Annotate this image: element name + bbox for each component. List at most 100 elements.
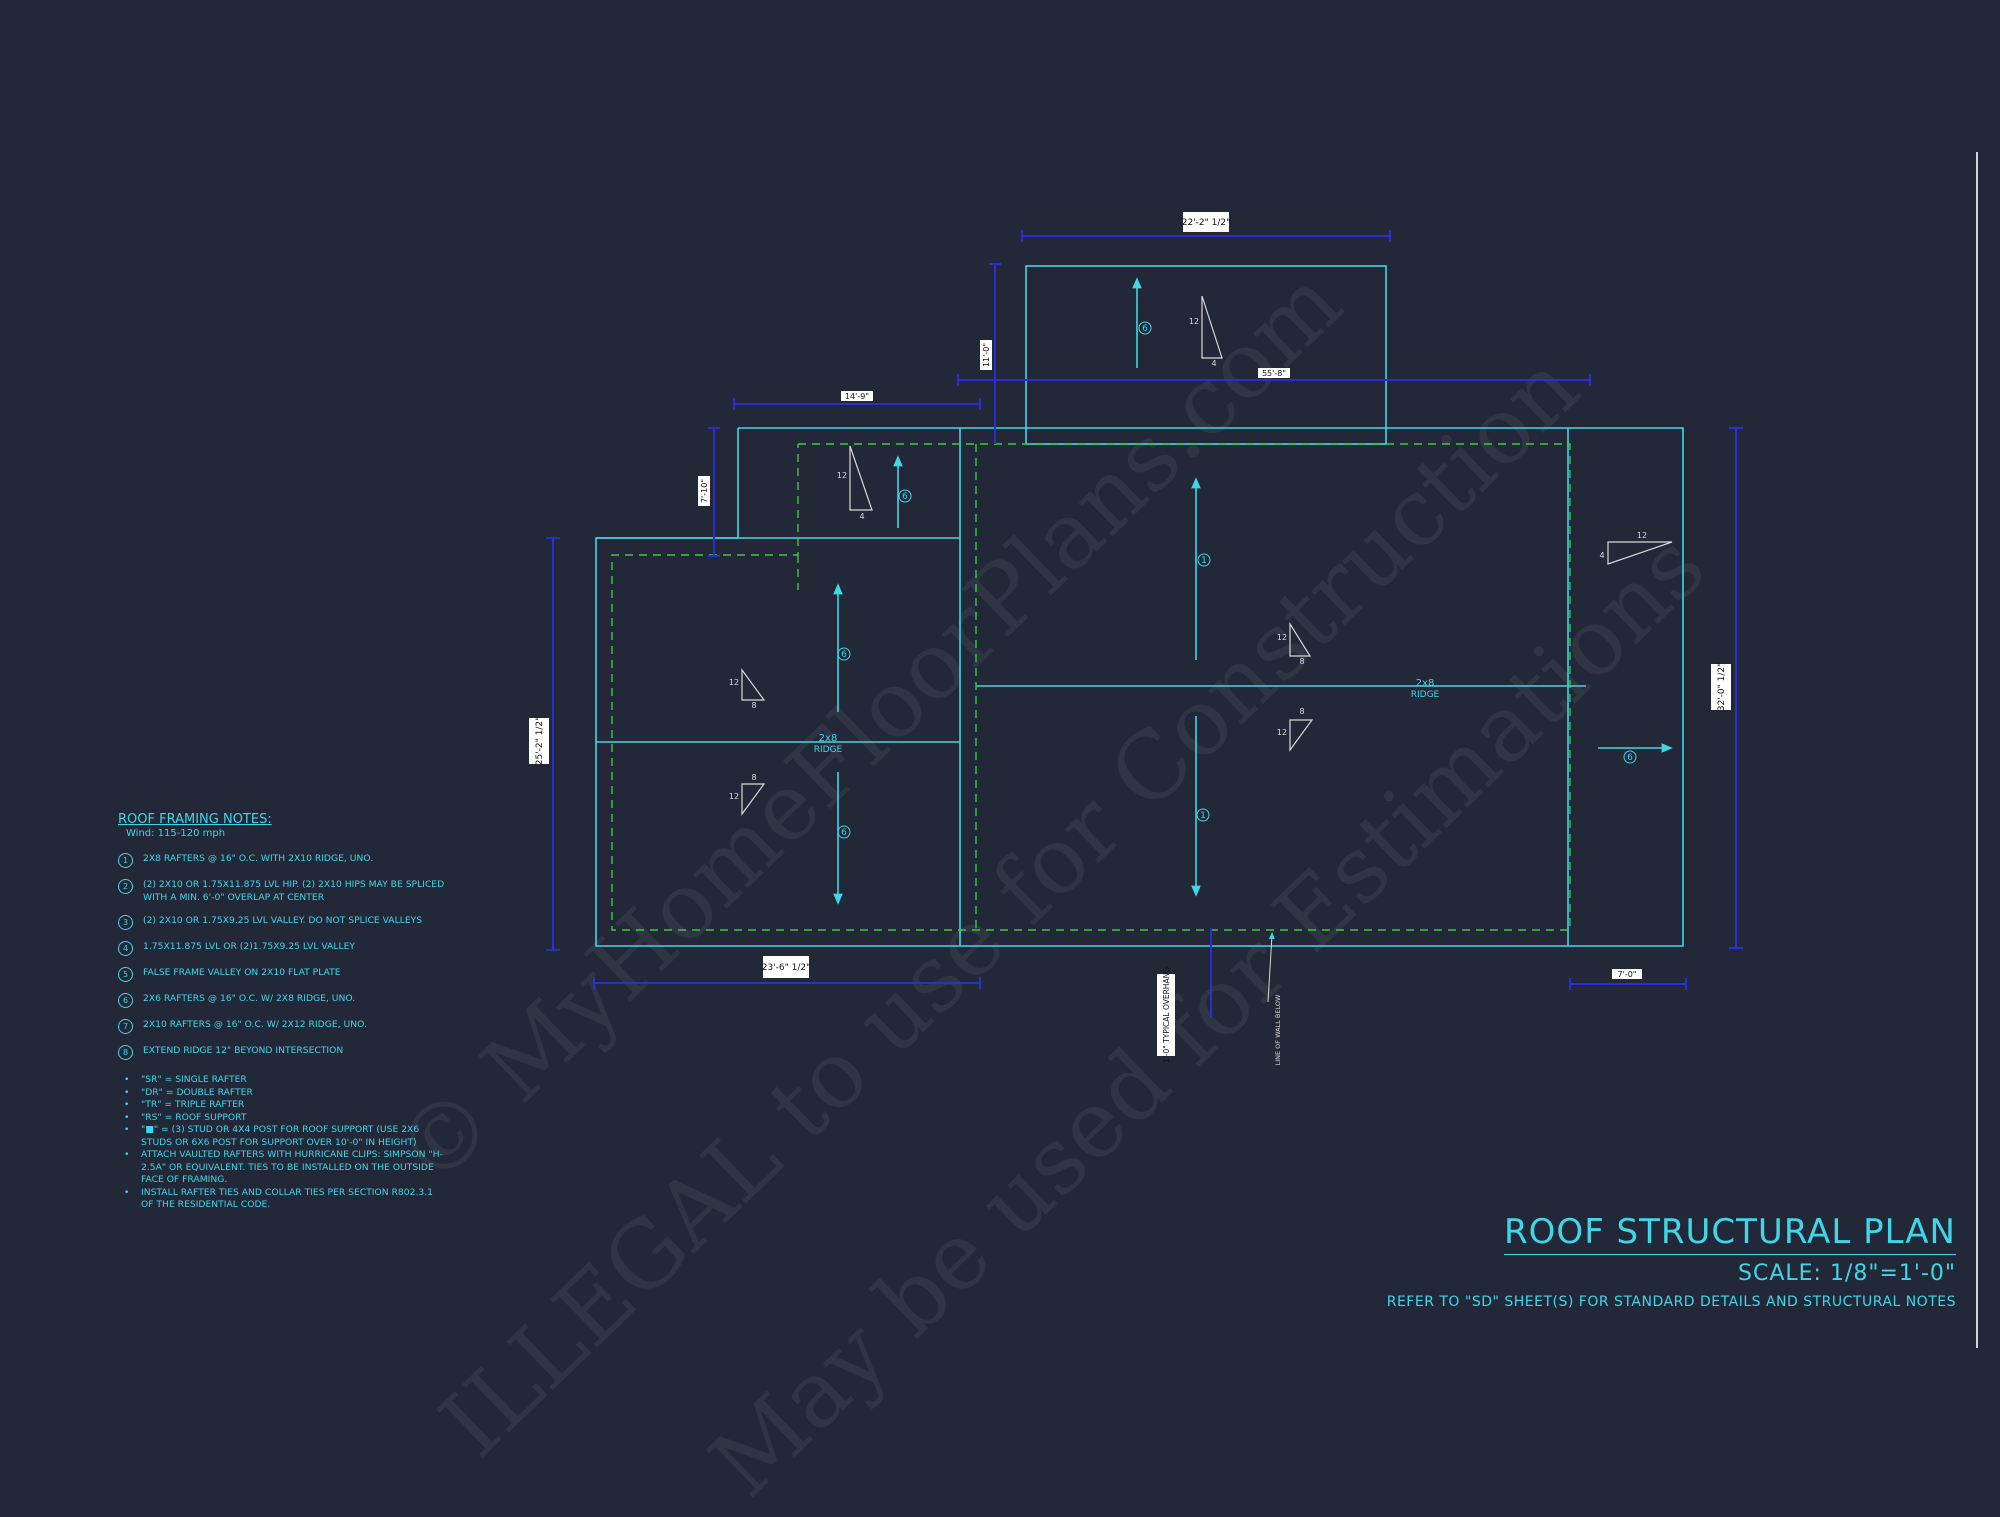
- pitch-run-3: 8: [1299, 657, 1304, 666]
- note-text: (2) 2x10 OR 1.75x9.25 LVL VALLEY. DO NOT…: [143, 915, 423, 926]
- bullet-text: ATTACH VAULTED RAFTERS WITH HURRICANE CL…: [141, 1149, 443, 1185]
- bullet-text: "RS" = ROOF SUPPORT: [141, 1111, 247, 1123]
- pitch-run-6: 8: [751, 773, 756, 782]
- bullet-item: • "DR" = DOUBLE RAFTER: [118, 1087, 448, 1100]
- bullet-item: • "TR" = TRIPLE RAFTER: [118, 1099, 448, 1112]
- bullet-item: • INSTALL RAFTER TIES AND COLLAR TIES PER…: [118, 1187, 448, 1212]
- bullet-icon: •: [124, 1086, 130, 1098]
- ridge-label-left: RIDGE: [814, 745, 843, 755]
- bullet-item: • "RS" = ROOF SUPPORT: [118, 1112, 448, 1125]
- note-item: 6 2x6 RAFTERS @ 16" O.C. W/ 2x8 RIDGE, UN…: [118, 993, 448, 1008]
- dim-left-height: 25'-2" 1/2": [535, 717, 545, 766]
- pitch-rise-4: 12: [1277, 728, 1287, 737]
- callout-3: 6: [841, 650, 847, 660]
- note-number: 8: [118, 1045, 133, 1060]
- pitch-rise-2: 12: [837, 471, 847, 480]
- plan-scale: SCALE: 1/8"=1'-0": [1738, 1261, 1956, 1286]
- bullet-icon: •: [124, 1111, 130, 1123]
- pitch-run-5: 8: [751, 701, 756, 710]
- bullet-item: • "SR" = SINGLE RAFTER: [118, 1074, 448, 1087]
- bullet-item: • ATTACH VAULTED RAFTERS WITH HURRICANE C…: [118, 1149, 448, 1187]
- note-item: 7 2x10 RAFTERS @ 16" O.C. W/ 2x12 RIDGE, …: [118, 1019, 448, 1034]
- callout-1: 6: [1142, 324, 1148, 334]
- bullet-icon: •: [124, 1124, 130, 1135]
- note-text: (2) 2x10 OR 1.75x11.875 LVL HIP. (2) 2x1…: [143, 879, 445, 903]
- callout-5: 1: [1200, 811, 1206, 821]
- pitch-symbols: [741, 295, 1673, 816]
- bullet-text: "DR" = DOUBLE RAFTER: [141, 1086, 253, 1098]
- notes-title: ROOF FRAMING NOTES:: [118, 812, 272, 827]
- ridge-label-right: RIDGE: [1411, 690, 1440, 700]
- bullet-text: "SR" = SINGLE RAFTER: [141, 1074, 247, 1085]
- bullet-item: • "■" = (3) STUD OR 4x4 POST FOR ROOF SUP…: [118, 1124, 448, 1149]
- note-number: 2: [118, 879, 133, 894]
- pitch-run-2: 4: [859, 512, 864, 521]
- dim-top: 22'-2" 1/2": [1182, 218, 1231, 228]
- bullet-icon: •: [124, 1099, 130, 1110]
- wall-line-label: LINE OF WALL BELOW: [1274, 994, 1282, 1065]
- bullet-text: "TR" = TRIPLE RAFTER: [141, 1099, 245, 1110]
- note-item: 5 FALSE FRAME VALLEY ON 2x10 FLAT PLATE: [118, 967, 448, 982]
- dim-overhang: 1'-0" TYPICAL OVERHANG: [1162, 967, 1171, 1063]
- pitch-run-1: 4: [1211, 359, 1216, 368]
- notes-wind: Wind: 115-120 mph: [126, 828, 226, 839]
- note-item: 1 2x8 RAFTERS @ 16" O.C. WITH 2x10 RIDGE,…: [118, 853, 448, 868]
- dim-mid-top: 55'-8": [1262, 369, 1286, 378]
- notes-list: 1 2x8 RAFTERS @ 16" O.C. WITH 2x10 RIDGE,…: [118, 853, 448, 1060]
- note-item: 3 (2) 2x10 OR 1.75x9.25 LVL VALLEY. DO NO…: [118, 915, 448, 930]
- note-number: 4: [118, 941, 133, 956]
- note-number: 5: [118, 967, 133, 982]
- note-item: 2 (2) 2x10 OR 1.75x11.875 LVL HIP. (2) 2x…: [118, 879, 448, 904]
- pitch-run-4: 8: [1299, 707, 1304, 716]
- sheet-border-line: [1976, 152, 1978, 1348]
- bullet-icon: •: [124, 1074, 130, 1085]
- pitch-rise-7: 12: [1637, 531, 1647, 540]
- note-text: 2x8 RAFTERS @ 16" O.C. WITH 2x10 RIDGE, …: [143, 853, 374, 864]
- note-number: 6: [118, 993, 133, 1008]
- note-text: FALSE FRAME VALLEY ON 2x10 FLAT PLATE: [143, 967, 341, 978]
- pitch-rise-3: 12: [1277, 633, 1287, 642]
- callout-6: 6: [841, 828, 847, 838]
- roof-outline: [595, 265, 1684, 947]
- dim-bottom-right: 7'-0": [1618, 970, 1637, 979]
- dim-right-height: 32'-0" 1/2": [1717, 663, 1727, 712]
- note-text: 1.75x11.875 LVL OR (2)1.75x9.25 LVL VALL…: [143, 941, 355, 952]
- bullet-text: "■" = (3) STUD OR 4x4 POST FOR ROOF SUPP…: [141, 1124, 420, 1148]
- title-block: ROOF STRUCTURAL PLAN SCALE: 1/8"=1'-0" R…: [1387, 1212, 1956, 1310]
- note-number: 1: [118, 853, 133, 868]
- note-item: 8 EXTEND RIDGE 12" BEYOND INTERSECTION: [118, 1045, 448, 1060]
- rafter-callouts: 6 6 6 1 1 6 6: [837, 321, 1637, 839]
- dimension-labels: 22'-2" 1/2" 55'-8" 14'-9" 11'-0" 7'-10" …: [529, 212, 1731, 1065]
- note-number: 7: [118, 1019, 133, 1034]
- note-item: 4 1.75x11.875 LVL OR (2)1.75x9.25 LVL VAL…: [118, 941, 448, 956]
- note-number: 3: [118, 915, 133, 930]
- pitch-labels: 12 4 12 4 12 8 12 8 12 8 12 8 12 4: [729, 317, 1647, 801]
- pitch-rise-1: 12: [1189, 317, 1199, 326]
- bullet-icon: •: [124, 1186, 130, 1198]
- dim-vert-left: 7'-10": [700, 479, 709, 503]
- bullet-text: INSTALL RAFTER TIES AND COLLAR TIES PER …: [141, 1186, 433, 1211]
- main-outline: [595, 427, 1684, 947]
- dim-left-top: 14'-9": [845, 392, 869, 401]
- plan-title: ROOF STRUCTURAL PLAN: [1504, 1212, 1956, 1255]
- ridge-size-right: 2x8: [1416, 678, 1435, 689]
- ridge-size-left: 2x8: [819, 733, 838, 744]
- dimension-lines: [546, 230, 1743, 1018]
- dim-bottom-left: 23'-6" 1/2": [762, 963, 811, 973]
- callout-4: 1: [1201, 556, 1207, 566]
- bullet-icon: •: [124, 1149, 130, 1160]
- dim-vert-small: 11'-0": [982, 343, 991, 367]
- callout-7: 6: [1627, 753, 1633, 763]
- rafter-arrows: [833, 277, 1673, 905]
- upper-box: [1025, 265, 1387, 445]
- note-text: 2x6 RAFTERS @ 16" O.C. W/ 2x8 RIDGE, UNO…: [143, 993, 356, 1004]
- note-text: 2x10 RAFTERS @ 16" O.C. W/ 2x12 RIDGE, U…: [143, 1019, 367, 1030]
- callout-2: 6: [902, 492, 908, 502]
- note-text: EXTEND RIDGE 12" BEYOND INTERSECTION: [143, 1045, 344, 1056]
- notes-bullets: • "SR" = SINGLE RAFTER • "DR" = DOUBLE RAF…: [118, 1074, 448, 1212]
- plan-reference: REFER TO "SD" SHEET(S) FOR STANDARD DETA…: [1386, 1294, 1956, 1310]
- wall-pointer: [1267, 932, 1275, 1003]
- pitch-rise-6: 12: [729, 792, 739, 801]
